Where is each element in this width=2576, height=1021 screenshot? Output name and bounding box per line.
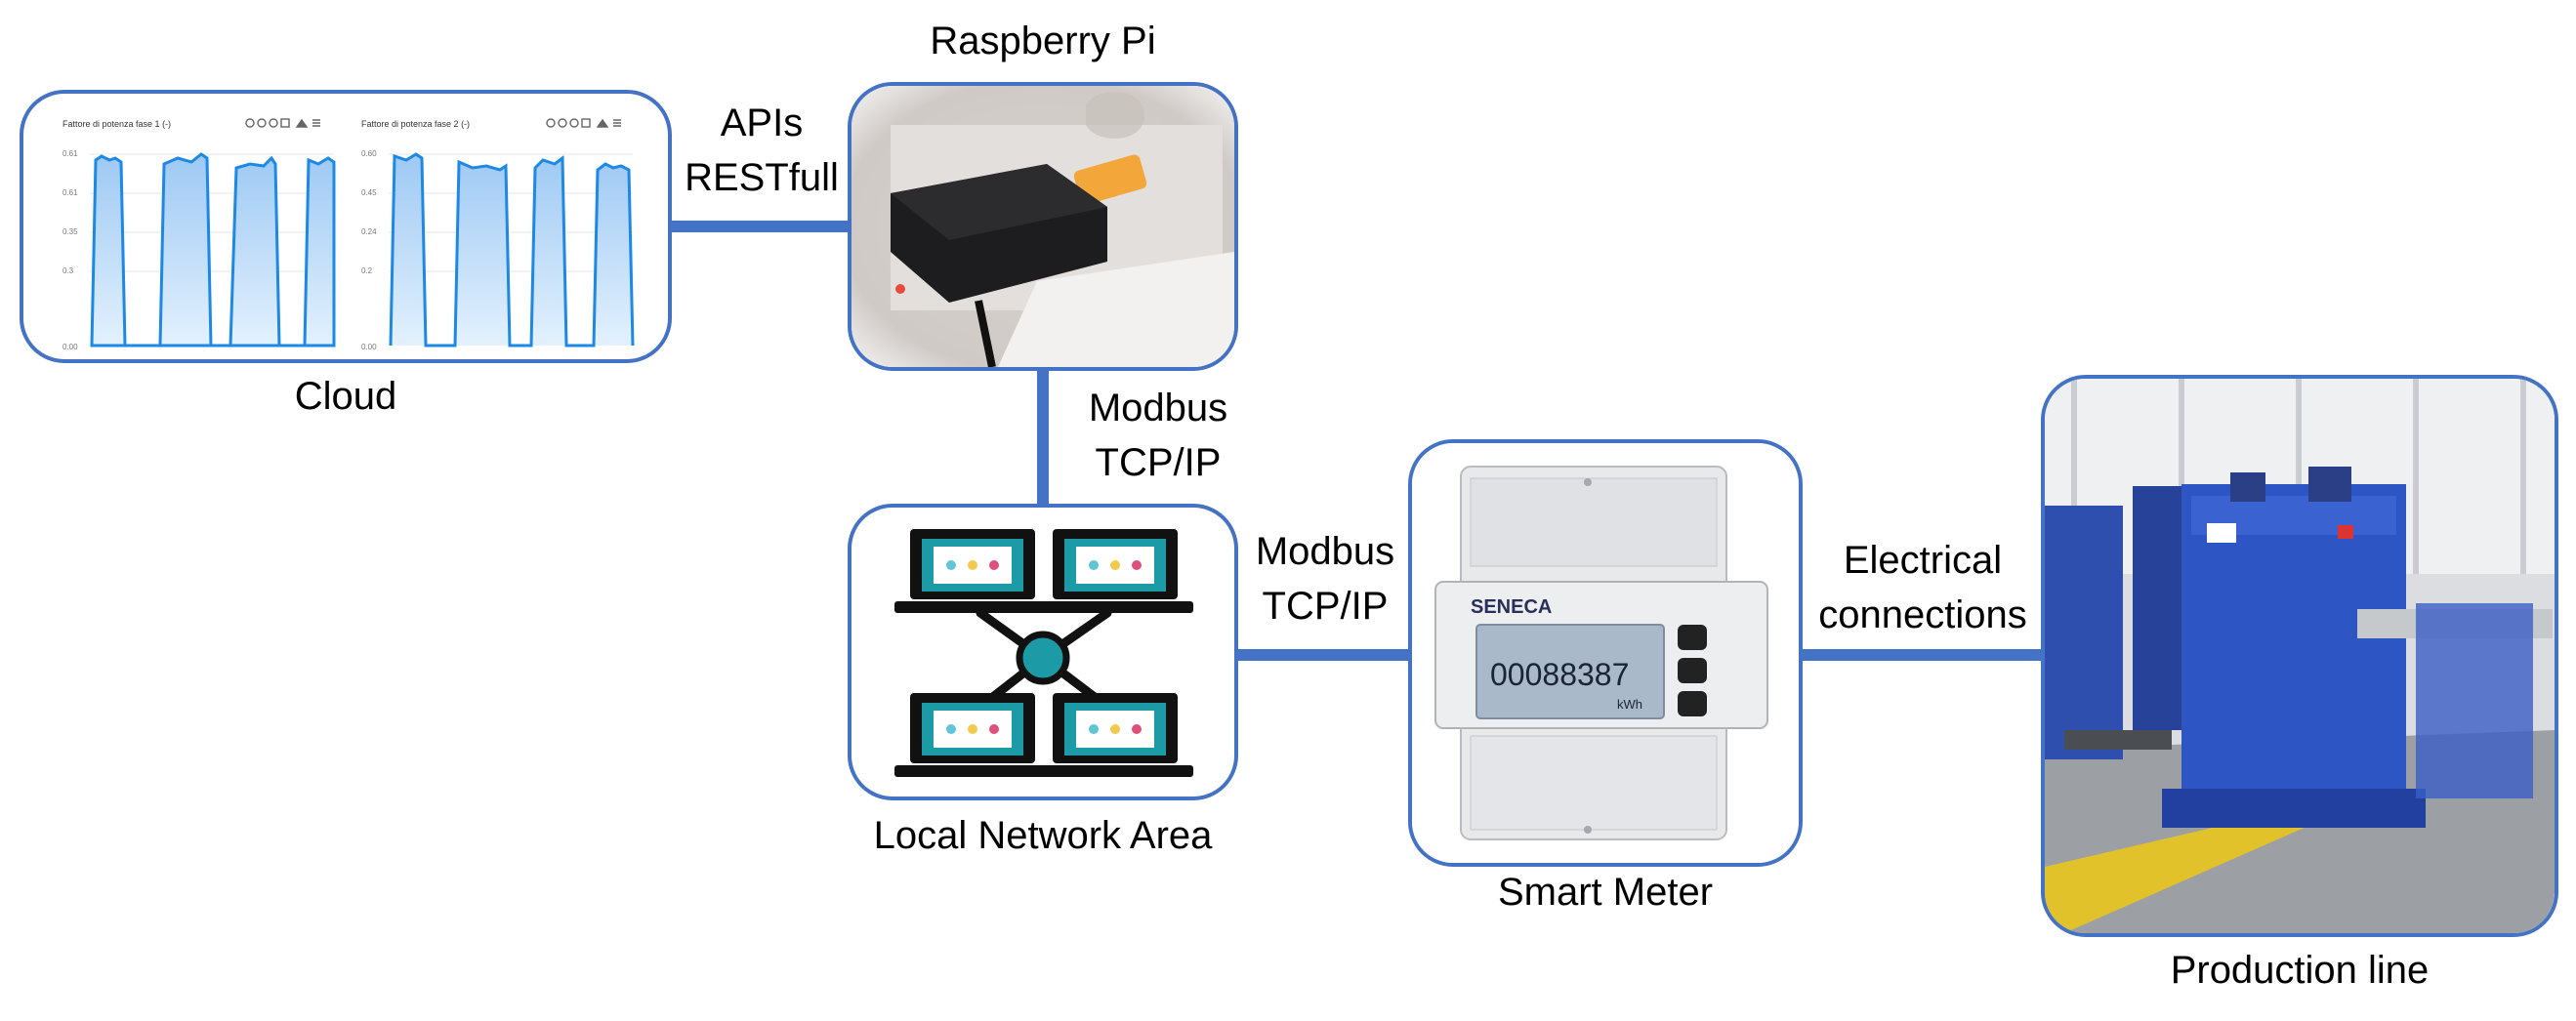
svg-text:0.60: 0.60: [361, 149, 377, 158]
chart1-area: [90, 152, 336, 347]
meter-buttons[interactable]: [1678, 625, 1707, 716]
chart1-toolbar-icons[interactable]: [245, 118, 320, 128]
meter-unit: kWh: [1617, 697, 1642, 712]
svg-text:0.61: 0.61: [62, 188, 78, 197]
production-line-label: Production line: [2170, 949, 2430, 992]
label-modbus-pi-lan: Modbus TCP/IP: [1088, 387, 1228, 484]
svg-text:0.00: 0.00: [361, 343, 377, 351]
chart2-ticks: 0.60 0.45 0.24 0.2 0.00: [361, 149, 377, 351]
network-icon: [894, 529, 1193, 777]
chart1-title: Fattore di potenza fase 1 (-): [62, 119, 171, 129]
chart2-toolbar-icons[interactable]: [546, 118, 621, 128]
link-cloud-raspberry: [668, 221, 855, 232]
label-electrical-connections: Electrical connections: [1818, 539, 2027, 636]
smart-meter-node: SENECA 00088387 kWh: [1408, 439, 1803, 867]
svg-text:0.2: 0.2: [361, 266, 373, 275]
label-apis-restfull: APIs RESTfull: [685, 102, 839, 199]
link-raspberry-lan: [1037, 369, 1049, 511]
meter-reading: 00088387: [1490, 657, 1629, 692]
chart1-ticks: 0.61 0.61 0.35 0.3 0.00: [62, 149, 78, 351]
laptop-icon-bottom-left: [894, 693, 1051, 777]
raspberry-pi-photo: [852, 86, 1234, 367]
laptop-icon-top-right: [1037, 529, 1193, 613]
svg-text:0.35: 0.35: [62, 227, 78, 236]
cloud-node: Fattore di potenza fase 1 (-) 0.61 0.61 …: [20, 90, 672, 363]
production-line-photo: [2045, 379, 2555, 933]
cloud-label: Cloud: [294, 375, 397, 418]
production-line-node: [2041, 375, 2558, 937]
smart-meter-photo: SENECA 00088387 kWh: [1412, 443, 1799, 863]
link-lan-meter: [1236, 649, 1414, 661]
local-network-node: [848, 504, 1238, 800]
laptop-icon-top-left: [894, 529, 1051, 613]
svg-text:0.24: 0.24: [361, 227, 377, 236]
svg-text:0.61: 0.61: [62, 149, 78, 158]
raspberry-pi-node: [848, 82, 1238, 371]
laptop-icon-bottom-right: [1037, 693, 1193, 777]
raspberry-pi-label: Raspberry Pi: [930, 20, 1156, 62]
local-network-label: Local Network Area: [873, 814, 1213, 857]
chart2-title: Fattore di potenza fase 2 (-): [361, 119, 470, 129]
svg-text:0.00: 0.00: [62, 343, 78, 351]
label-modbus-lan-meter: Modbus TCP/IP: [1255, 530, 1395, 628]
smart-meter-label: Smart Meter: [1497, 871, 1714, 914]
chart2-area: [389, 152, 635, 347]
svg-text:0.45: 0.45: [361, 188, 377, 197]
link-meter-production: [1799, 649, 2047, 661]
network-hub-icon: [1016, 631, 1070, 685]
meter-brand: SENECA: [1471, 596, 1552, 618]
cloud-dashboard-charts: Fattore di potenza fase 1 (-) 0.61 0.61 …: [62, 118, 635, 351]
svg-text:0.3: 0.3: [62, 266, 74, 275]
